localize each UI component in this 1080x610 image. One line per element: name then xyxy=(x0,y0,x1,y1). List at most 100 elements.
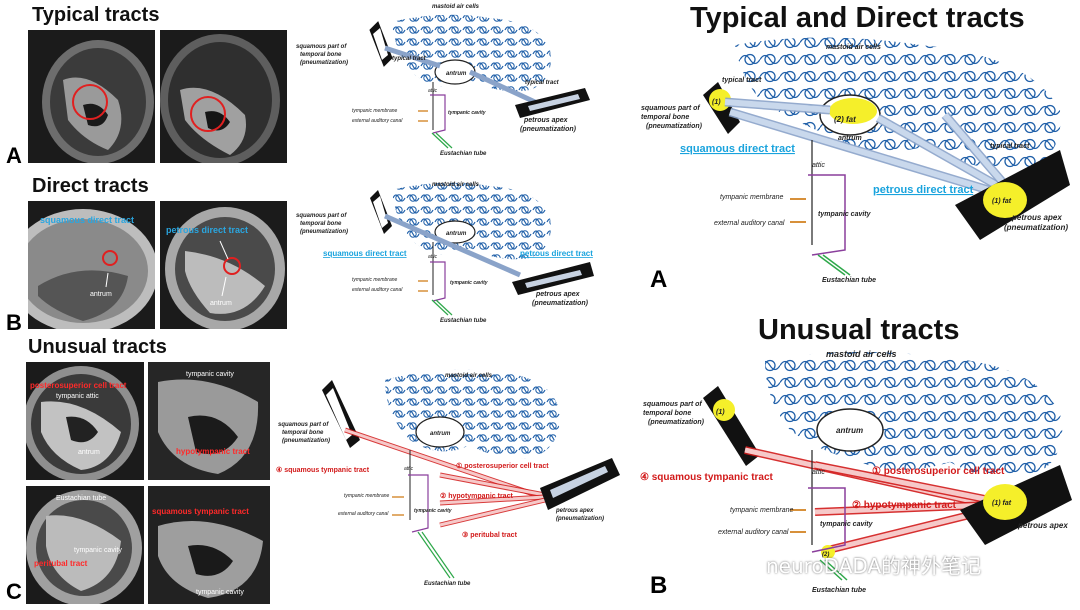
label-squamous-3a: squamous part of xyxy=(278,422,329,428)
ct-scan-squamous-tympanic: squamous tympanic tract tympanic cavity xyxy=(148,486,270,604)
ct-scan-petrous-direct: petrous direct tract antrum xyxy=(160,201,287,329)
watermark-logo-icon xyxy=(733,552,763,576)
label-c: C xyxy=(6,579,22,604)
label-squamous-2b: temporal bone xyxy=(300,221,342,227)
label-antrum-b: antrum xyxy=(836,426,863,435)
label-petrous-ba: petrous apex xyxy=(1017,521,1068,530)
label-mastoid-2: mastoid air cells xyxy=(432,182,480,188)
label-squamous-ba: squamous part of xyxy=(643,401,702,408)
label-external-canal-3: external auditory canal xyxy=(338,511,389,517)
marker-2-b: (2) xyxy=(822,552,829,558)
label-mastoid-b: mastoid air cells xyxy=(826,349,897,359)
label-mastoid-3: mastoid air cells xyxy=(445,373,493,379)
ct-label-antrum-c1: antrum xyxy=(78,449,100,456)
label-tympanic-cavity-3: tympanic cavity xyxy=(414,508,452,514)
label-petrous-direct-a: petrous direct tract xyxy=(873,184,974,196)
label-tympanic-membrane-a: tympanic membrane xyxy=(720,194,784,201)
label-eustachian-a: Eustachian tube xyxy=(822,277,876,284)
ct-label-antrum-b2: antrum xyxy=(210,300,232,307)
label-squamous-2a: squamous part of xyxy=(296,213,347,219)
label-t4-small: ④ squamous tympanic tract xyxy=(276,466,370,474)
label-squamous-ab: temporal bone xyxy=(641,114,689,121)
label-attic-1: attic xyxy=(428,88,438,94)
label-petrous-2a: petrous apex xyxy=(535,291,581,298)
label-fat2-a: (2) fat xyxy=(834,115,856,124)
label-tympanic-cavity-b: tympanic cavity xyxy=(820,521,874,528)
label-fat1-a: (1) fat xyxy=(992,198,1012,205)
label-mastoid-a: mastoid air cells xyxy=(826,44,881,51)
label-eustachian-2: Eustachian tube xyxy=(440,318,487,324)
label-a: A xyxy=(6,143,22,168)
label-external-canal-1: external auditory canal xyxy=(352,118,403,124)
ct-label-eustachian-c3: Eustachian tube xyxy=(56,495,106,502)
label-tympanic-membrane-b: tympanic membrane xyxy=(730,507,794,514)
diagram-direct-small: antrum mastoid air cells squamous part o… xyxy=(296,182,594,324)
ct-scan-hypotympanic: tympanic cavity hypotympanic tract xyxy=(148,362,270,480)
label-t1-small: ① posterosuperior cell tract xyxy=(456,462,549,470)
label-mastoid-1: mastoid air cells xyxy=(432,4,480,10)
label-petrous-3b: (pneumatization) xyxy=(556,516,604,522)
ct-label-tympanic-cavity-c2: tympanic cavity xyxy=(186,371,234,378)
label-squamous-bb: temporal bone xyxy=(643,410,691,417)
label-squamous-3b: temporal bone xyxy=(282,430,324,436)
ct-label-hypotympanic: hypotympanic tract xyxy=(176,447,250,456)
diagram-typical-small: antrum mastoid air cells squamous part o… xyxy=(296,4,590,157)
ct-label-tympanic-attic: tympanic attic xyxy=(56,393,99,400)
label-tympanic-membrane-2: tympanic membrane xyxy=(352,277,398,283)
ct-scan-posterosuperior: posterosuperior cell tract tympanic atti… xyxy=(26,362,144,480)
label-attic-a: attic xyxy=(812,162,825,169)
label-squamous-1a: squamous part of xyxy=(296,44,347,50)
ct-label-peritubal: peritubal tract xyxy=(34,559,88,568)
label-antrum-a: antrum xyxy=(838,135,862,142)
label-squamous-2c: (pneumatization) xyxy=(300,229,348,235)
ct-scan-squamous-direct: squamous direct tract antrum xyxy=(28,201,155,329)
label-petrous-2b: (pneumatization) xyxy=(532,300,589,307)
ct-label-tympanic-cavity-c3: tympanic cavity xyxy=(74,547,122,554)
label-tympanic-cavity-2: tympanic cavity xyxy=(450,280,488,286)
ct-label-tympanic-cavity-c4: tympanic cavity xyxy=(196,589,244,596)
ct-label-squamous-direct: squamous direct tract xyxy=(40,215,134,225)
label-antrum-small-1: antrum xyxy=(446,71,467,77)
label-t2-large: ② hypotympanic tract xyxy=(852,500,957,511)
label-t1-large: ① posterosuperior cell tract xyxy=(872,466,1005,477)
label-squamous-direct-a: squamous direct tract xyxy=(680,143,795,155)
label-petrous-direct-small: petrous direct tract xyxy=(520,249,593,258)
label-squamous-3c: (pneumatization) xyxy=(282,438,330,444)
label-right-a: A xyxy=(650,266,668,293)
title-unusual-large: Unusual tracts xyxy=(758,314,960,346)
label-tympanic-membrane-1: tympanic membrane xyxy=(352,108,398,114)
label-antrum-small-3: antrum xyxy=(430,431,451,437)
label-attic-2: attic xyxy=(428,254,438,260)
diagram-unusual-small: antrum mastoid air cells squamous part o… xyxy=(276,369,620,587)
ct-scan-typical-2 xyxy=(160,30,287,163)
label-tympanic-cavity-a: tympanic cavity xyxy=(818,211,872,218)
label-typical-tract-1b: typical tract xyxy=(525,80,560,86)
label-t3-small: ③ peritubal tract xyxy=(462,531,518,539)
label-right-b: B xyxy=(650,572,668,599)
ct-label-squamous-tympanic: squamous tympanic tract xyxy=(152,507,249,516)
marker-1-b: (1) xyxy=(716,409,725,416)
label-b: B xyxy=(6,310,22,335)
label-external-canal-2: external auditory canal xyxy=(352,287,403,293)
label-petrous-aa: petrous apex xyxy=(1011,213,1062,222)
label-squamous-bc: (pneumatization) xyxy=(648,419,705,426)
label-petrous-3a: petrous apex xyxy=(555,508,594,514)
label-tympanic-cavity-1: tympanic cavity xyxy=(448,110,486,116)
label-attic-3: attic xyxy=(404,466,414,472)
label-petrous-1a: petrous apex xyxy=(523,117,569,124)
label-typical-tract-a1: typical tract xyxy=(722,77,762,84)
label-t4-large: ④ squamous tympanic tract xyxy=(640,472,774,483)
watermark-text: neuroDADA的神外笔记 xyxy=(766,554,982,578)
label-antrum-small-2: antrum xyxy=(446,231,467,237)
label-tympanic-membrane-3: tympanic membrane xyxy=(344,493,390,499)
label-eustachian-b: Eustachian tube xyxy=(812,587,866,594)
marker-1-a: (1) xyxy=(712,99,721,106)
diagram-unusual-large: mastoid air cells squamous part of tempo… xyxy=(640,349,1072,594)
ct-label-antrum-b1: antrum xyxy=(90,291,112,298)
diagram-typical-direct-large: mastoid air cells typical tract typical … xyxy=(641,37,1070,284)
label-external-canal-b: external auditory canal xyxy=(718,529,789,536)
ct-scan-peritubal: Eustachian tube tympanic cavity perituba… xyxy=(26,486,144,604)
title-unusual-tracts: Unusual tracts xyxy=(28,336,167,358)
label-squamous-1b: temporal bone xyxy=(300,52,342,58)
label-attic-b: attic xyxy=(812,469,825,476)
